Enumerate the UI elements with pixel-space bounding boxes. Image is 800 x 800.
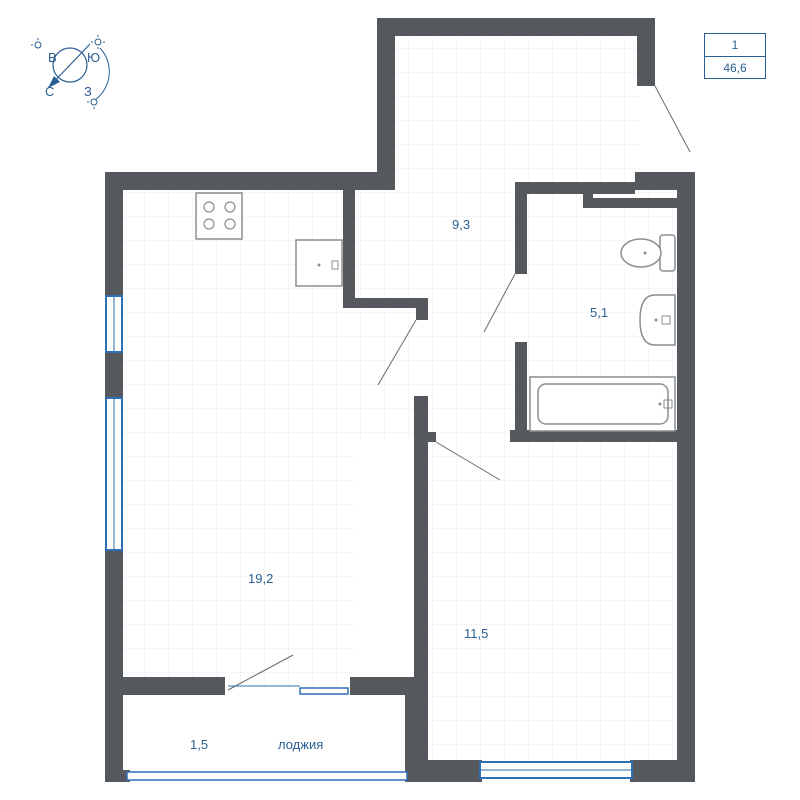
door-swings [227,85,691,691]
windows [105,295,633,781]
room-area-bedroom: 11,5 [464,626,488,641]
room-count: 1 [705,34,765,57]
walls [105,18,695,782]
compass-north: С [45,84,54,99]
room-area-kitchen-living: 19,2 [248,571,273,586]
compass-east: В [48,50,57,65]
room-area-bathroom: 5,1 [590,305,608,320]
window-loggia [126,771,408,781]
sun-icon [91,35,105,49]
window-balcony-door [299,687,349,695]
kitchen-sink [295,239,343,287]
stove [195,192,243,240]
compass-south: Ю [87,50,100,65]
room-name-loggia: лоджия [278,737,323,752]
toilet [620,234,676,272]
room-area-loggia: 1,5 [190,737,208,752]
sun-icon [87,98,98,109]
compass-west: З [84,84,92,99]
washbasin [639,294,676,346]
compass [31,35,110,109]
total-area: 46,6 [723,61,747,75]
bathtub [529,376,676,432]
sun-icon [31,38,42,49]
apartment-info-box: 1 46,6 [704,33,766,79]
room-area-hall: 9,3 [452,217,470,232]
